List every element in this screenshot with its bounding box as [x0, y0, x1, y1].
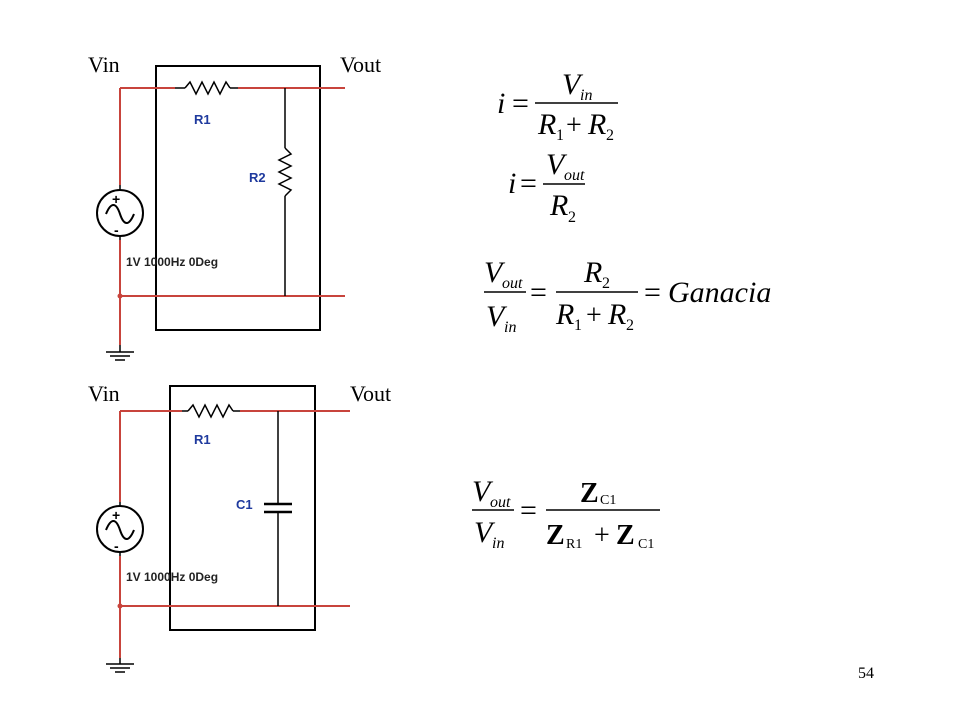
svg-text:+: +: [112, 191, 120, 207]
svg-text:R: R: [555, 298, 574, 331]
svg-text:R: R: [583, 256, 602, 289]
svg-text:R1: R1: [566, 537, 582, 552]
circuit-1-r1: [175, 80, 238, 96]
page-number: 54: [858, 665, 874, 682]
circuit-2-vin-label: Vin: [88, 381, 120, 406]
svg-text:=: =: [520, 167, 537, 200]
svg-text:in: in: [492, 535, 504, 552]
circuit-1-box: [155, 65, 321, 331]
svg-text:1: 1: [574, 317, 582, 334]
svg-text:R: R: [607, 298, 626, 331]
svg-text:Z: Z: [616, 520, 635, 551]
circuit-2-r1: [182, 403, 240, 419]
eq1-lhs: i: [497, 87, 505, 120]
eq2-num-subscript: out: [564, 167, 585, 184]
circuit-1-r1-label: R1: [194, 112, 211, 127]
circuit-2-source-label: 1V 1000Hz 0Deg: [126, 570, 219, 584]
circuit-2-c1-label: C1: [236, 497, 253, 512]
eq2-num-symbol: V: [546, 148, 568, 181]
svg-text:Z: Z: [546, 520, 565, 551]
circuit-1-ground: [106, 345, 134, 361]
svg-text:2: 2: [626, 317, 634, 334]
circuit-2-ac-source: + -: [96, 502, 144, 556]
svg-text:V: V: [472, 475, 494, 508]
circuit-2-box: [169, 385, 316, 631]
svg-text:in: in: [504, 319, 516, 336]
circuit-1-source-label: 1V 1000Hz 0Deg: [126, 255, 219, 269]
svg-text:-: -: [114, 222, 119, 238]
eq2-lhs: i: [508, 167, 516, 200]
svg-text:1: 1: [556, 127, 564, 144]
svg-text:R: R: [587, 108, 606, 141]
svg-text:=: =: [644, 276, 661, 309]
circuit-1: + -: [96, 65, 345, 361]
circuit-1-r2: [277, 88, 293, 296]
circuit-2-r1-label: R1: [194, 432, 211, 447]
svg-text:C1: C1: [638, 537, 654, 552]
svg-text:+: +: [566, 110, 582, 141]
equation-4: V out V in = Z C1 Z R1 + Z C1: [472, 475, 660, 552]
svg-text:R: R: [537, 108, 556, 141]
circuit-2: + -: [96, 385, 350, 673]
circuit-1-r2-label: R2: [249, 170, 266, 185]
svg-text:2: 2: [602, 275, 610, 292]
svg-text:V: V: [484, 256, 506, 289]
circuit-2-vout-label: Vout: [350, 381, 392, 406]
circuit-1-vin-label: Vin: [88, 52, 120, 77]
circuit-1-vout-label: Vout: [340, 52, 382, 77]
svg-text:=: =: [530, 276, 547, 309]
svg-text:V: V: [474, 516, 496, 549]
svg-text:-: -: [114, 538, 119, 554]
svg-text:Z: Z: [580, 478, 599, 509]
svg-text:+: +: [594, 520, 610, 551]
eq2-den-subscript: 2: [568, 209, 576, 226]
eq1-num-subscript: in: [580, 87, 592, 104]
svg-text:=: =: [520, 494, 537, 527]
eq2-den-symbol: R: [549, 189, 568, 222]
circuit-1-ac-source: + -: [96, 185, 144, 240]
equation-2: i = V out R 2: [508, 148, 585, 226]
svg-text:+: +: [112, 507, 120, 523]
equation-1: i = V in R 1 + R 2: [497, 68, 618, 144]
eq1-num-symbol: V: [562, 68, 584, 101]
equation-3: V out V in = R 2 R 1 + R 2 = Ganacia: [484, 256, 771, 336]
circuit-2-c1: [264, 411, 292, 606]
svg-text:C1: C1: [600, 493, 616, 508]
circuit-1-wires: [119, 87, 345, 345]
svg-text:V: V: [486, 300, 508, 333]
svg-text:=: =: [512, 87, 529, 120]
svg-text:out: out: [502, 275, 523, 292]
eq3-result: Ganacia: [668, 276, 771, 309]
circuit-2-ground: [106, 658, 134, 673]
svg-text:+: +: [586, 300, 602, 331]
svg-text:2: 2: [606, 127, 614, 144]
svg-text:out: out: [490, 494, 511, 511]
